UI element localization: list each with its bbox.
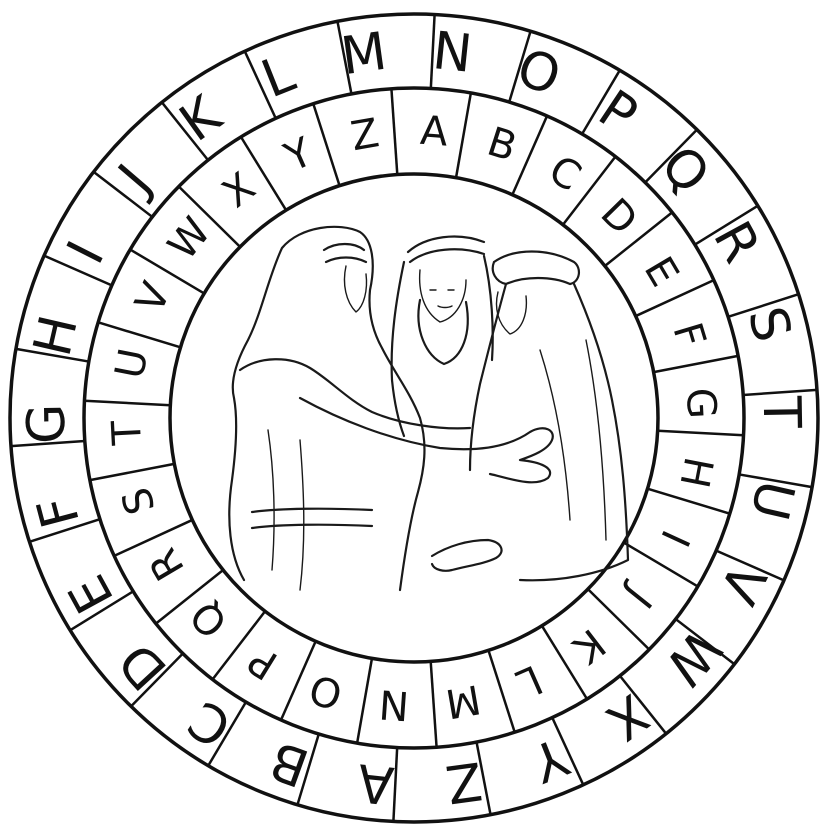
inner-letter-p: P — [241, 636, 286, 688]
inner-letter-q: Q — [182, 592, 237, 647]
inner-letter-v: V — [127, 275, 180, 320]
outer-letter-f: F — [26, 489, 92, 533]
outer-letter-w: W — [653, 618, 732, 696]
inner-letter-a: A — [419, 108, 450, 156]
outer-letter-g: G — [17, 403, 78, 444]
outer-segment-divider — [743, 390, 817, 395]
inner-letter-u: U — [107, 345, 158, 382]
outer-letter-e: E — [58, 565, 126, 623]
outer-letter-a: A — [354, 751, 396, 814]
inner-letter-k: K — [563, 619, 613, 673]
outer-letter-z: Z — [442, 749, 485, 813]
left-figure-sleeve — [240, 359, 470, 428]
inner-segment-divider — [313, 104, 339, 186]
inner-letter-c: C — [541, 147, 589, 201]
inner-letter-l: L — [509, 655, 549, 706]
center-figure-headband — [408, 237, 484, 262]
outer-letter-y: Y — [524, 725, 577, 793]
inner-letter-y: Y — [277, 129, 319, 182]
inner-letter-m: M — [442, 675, 484, 726]
outer-letter-t: T — [751, 395, 812, 429]
left-figure-arm — [300, 398, 553, 482]
inner-segment-divider — [90, 464, 174, 480]
outer-letter-k: K — [169, 84, 233, 154]
outer-letter-o: O — [509, 38, 568, 108]
inner-segment-divider — [431, 661, 437, 747]
inner-letter-i: I — [651, 523, 698, 553]
inner-letter-b: B — [482, 119, 522, 171]
inner-letter-t: T — [104, 419, 151, 447]
inner-segment-divider — [488, 650, 514, 732]
inner-segment-divider — [357, 658, 372, 743]
center-figure-beard — [418, 300, 467, 364]
outer-letter-u: U — [738, 475, 805, 526]
outer-letter-x: X — [595, 682, 659, 752]
inner-segment-divider — [98, 322, 180, 347]
outer-letter-r: R — [701, 212, 771, 272]
inner-segment-divider — [648, 489, 730, 514]
inner-segment-divider — [391, 89, 397, 175]
outer-letter-i: I — [56, 232, 116, 273]
right-figure-headcloth — [493, 252, 579, 285]
outer-letter-s: S — [736, 301, 802, 348]
outer-letter-j: J — [106, 154, 163, 207]
inner-letter-h: H — [670, 453, 721, 491]
left-figure-belt — [252, 509, 372, 528]
middle-ring-circle — [84, 88, 744, 748]
inner-letter-r: R — [140, 540, 194, 587]
outer-letter-v: V — [707, 554, 777, 613]
outer-letter-l: L — [254, 44, 303, 110]
inner-letter-n: N — [377, 680, 410, 728]
inner-letter-o: O — [304, 664, 348, 717]
inner-letter-f: F — [663, 318, 714, 353]
inner-letter-e: E — [635, 249, 687, 294]
embracing-figures-illustration — [229, 227, 628, 590]
inner-letter-g: G — [677, 387, 725, 420]
outer-letter-c: C — [179, 688, 242, 758]
inner-letter-d: D — [592, 190, 646, 244]
inner-segment-divider — [84, 401, 170, 406]
inner-segment-divider — [654, 356, 738, 372]
outer-letter-n: N — [430, 21, 475, 85]
inner-letter-x: X — [214, 164, 264, 217]
left-figure-face — [344, 266, 366, 312]
center-figure-face — [420, 270, 466, 322]
center-figure-robe — [392, 256, 493, 436]
right-figure-hand — [432, 540, 502, 571]
outer-letter-h: H — [23, 310, 90, 362]
inner-letter-z: Z — [347, 110, 382, 160]
outer-letter-d: D — [108, 631, 179, 701]
left-figure-veil-band — [324, 244, 366, 262]
outer-letter-p: P — [588, 79, 647, 146]
inner-segment-divider — [456, 93, 471, 178]
inner-segment-divider — [658, 431, 744, 436]
outer-letter-m: M — [338, 22, 391, 88]
outer-letter-b: B — [262, 729, 316, 798]
inner-letter-j: J — [617, 576, 662, 616]
inner-letter-s: S — [114, 482, 165, 520]
right-figure-robe — [470, 284, 628, 580]
